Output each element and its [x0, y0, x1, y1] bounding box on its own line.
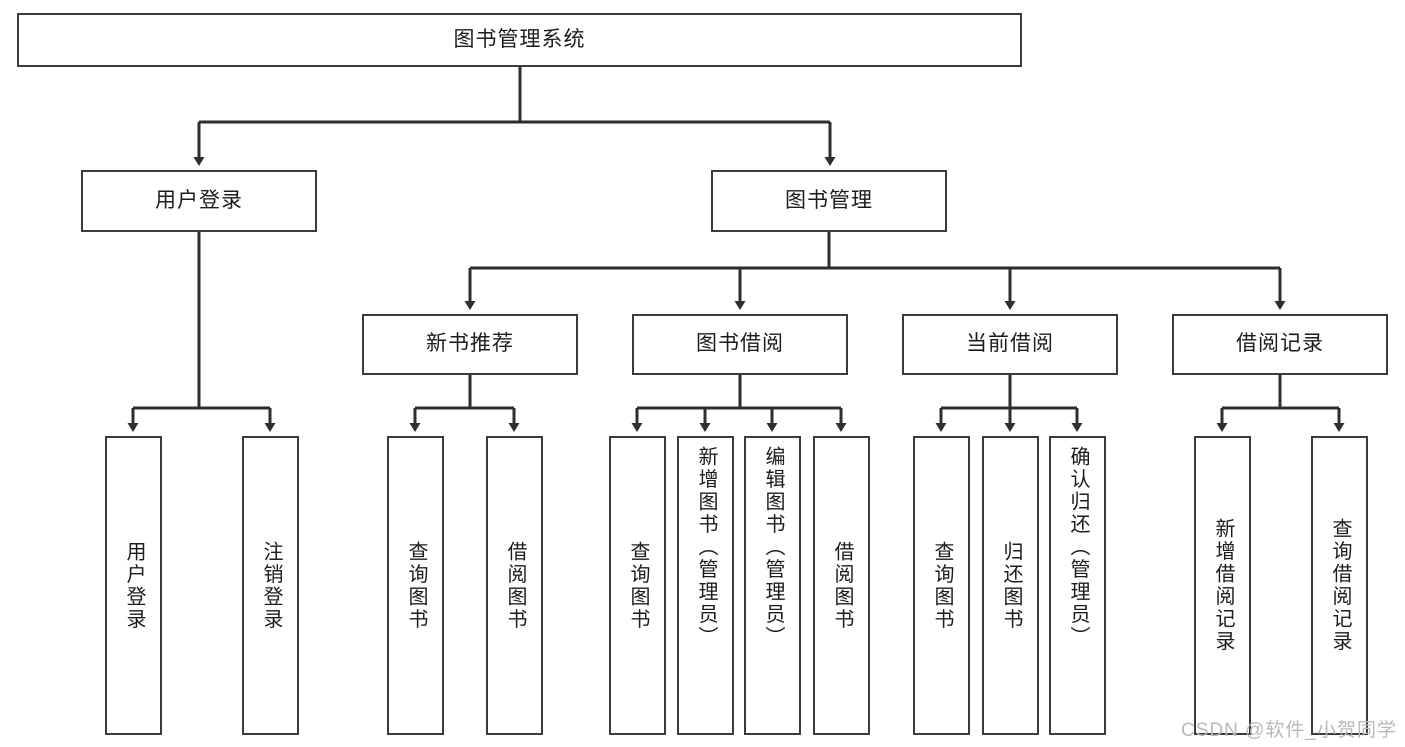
node-borrow-record[interactable]: 借阅记录: [1172, 314, 1388, 375]
node-current-borrow[interactable]: 当前借阅: [902, 314, 1118, 375]
leaf-logout[interactable]: 注销登录: [242, 436, 299, 735]
node-user-login[interactable]: 用户登录: [81, 170, 317, 232]
node-label: 当前借阅: [966, 332, 1054, 356]
leaf-label: 借阅图书: [504, 540, 526, 631]
leaf-label: 编辑图书（管理员）: [762, 446, 784, 649]
node-label: 借阅记录: [1236, 332, 1324, 356]
leaf-borrow-book[interactable]: 借阅图书: [813, 436, 870, 735]
node-book-borrow[interactable]: 图书借阅: [632, 314, 848, 375]
leaf-return-book[interactable]: 归还图书: [982, 436, 1039, 735]
leaf-label: 新增图书（管理员）: [695, 446, 717, 649]
node-new-book-recommend[interactable]: 新书推荐: [362, 314, 578, 375]
leaf-label: 确认归还（管理员）: [1067, 446, 1089, 649]
leaf-user-login[interactable]: 用户登录: [105, 436, 162, 735]
leaf-add-borrow-record[interactable]: 新增借阅记录: [1194, 436, 1251, 735]
leaf-label: 借阅图书: [831, 540, 853, 631]
leaf-query-book-recommend[interactable]: 查询图书: [387, 436, 444, 735]
csdn-watermark: CSDN @软件_小贺同学: [1181, 720, 1397, 741]
leaf-label: 注销登录: [260, 540, 282, 631]
node-label: 图书管理系统: [453, 27, 586, 51]
leaf-label: 查询图书: [405, 540, 427, 631]
node-label: 用户登录: [155, 188, 243, 212]
node-label: 图书借阅: [696, 332, 784, 356]
leaf-query-book-borrow[interactable]: 查询图书: [609, 436, 666, 735]
node-label: 新书推荐: [426, 332, 514, 356]
leaf-edit-book-admin[interactable]: 编辑图书（管理员）: [744, 436, 801, 735]
leaf-label: 查询图书: [931, 540, 953, 631]
leaf-confirm-return-admin[interactable]: 确认归还（管理员）: [1049, 436, 1106, 735]
leaf-label: 查询借阅记录: [1329, 518, 1351, 653]
node-book-management[interactable]: 图书管理: [711, 170, 947, 232]
leaf-label: 归还图书: [1000, 540, 1022, 631]
node-label: 图书管理: [785, 188, 873, 212]
leaf-borrow-book-recommend[interactable]: 借阅图书: [486, 436, 543, 735]
node-root-system[interactable]: 图书管理系统: [17, 13, 1022, 67]
leaf-query-book-current[interactable]: 查询图书: [913, 436, 970, 735]
leaf-label: 新增借阅记录: [1212, 518, 1234, 653]
leaf-add-book-admin[interactable]: 新增图书（管理员）: [677, 436, 734, 735]
leaf-label: 查询图书: [627, 540, 649, 631]
leaf-label: 用户登录: [123, 540, 145, 631]
leaf-query-borrow-record[interactable]: 查询借阅记录: [1311, 436, 1368, 735]
